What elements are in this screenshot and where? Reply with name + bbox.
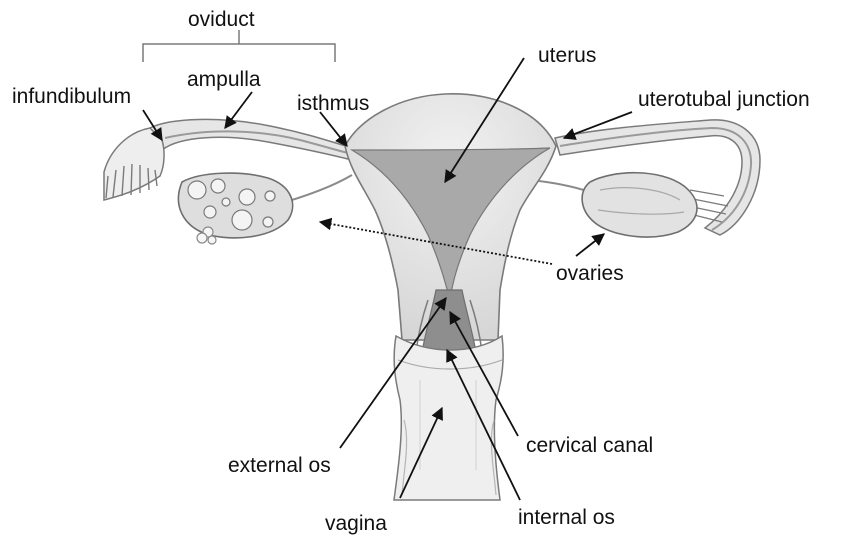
ovaries-pointer-right — [576, 234, 604, 256]
left-fimbriae — [104, 128, 164, 200]
left-tube-body — [150, 119, 352, 160]
label-external-os: external os — [228, 454, 331, 477]
label-ampulla: ampulla — [187, 68, 261, 91]
right-ligament — [530, 180, 590, 192]
label-uterus: uterus — [538, 44, 596, 67]
label-internal-os: internal os — [518, 506, 615, 529]
label-isthmus: isthmus — [297, 92, 369, 115]
label-cervical-canal: cervical canal — [526, 434, 653, 457]
label-vagina: vagina — [325, 512, 387, 535]
left-ovary — [178, 173, 352, 244]
label-uterotubal-junction: uterotubal junction — [638, 88, 810, 111]
right-ovary — [530, 173, 697, 237]
label-ovaries: ovaries — [556, 262, 624, 285]
label-oviduct: oviduct — [188, 8, 255, 31]
label-infundibulum: infundibulum — [12, 85, 131, 108]
oviduct-bracket — [143, 30, 335, 62]
